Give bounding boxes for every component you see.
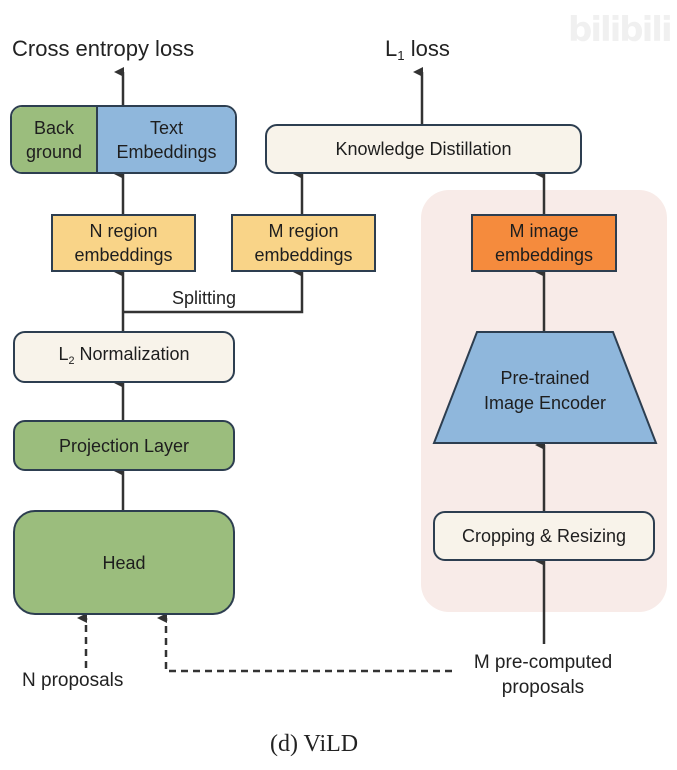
n-region-embeddings-box: N region embeddings xyxy=(51,214,196,272)
l2-prefix: L xyxy=(58,343,69,364)
m-image-embeddings-box: M image embeddings xyxy=(471,214,617,272)
m-region-embeddings-box: M region embeddings xyxy=(231,214,376,272)
m-image-line1: M image xyxy=(509,221,579,241)
splitting-label: Splitting xyxy=(172,288,237,308)
n-proposals-label: N proposals xyxy=(22,670,124,691)
m-precomputed-line1: M pre-computed xyxy=(473,652,613,673)
l1-suffix: loss xyxy=(404,36,450,61)
m-precomputed-proposals-label: M pre-computed proposals xyxy=(458,650,628,700)
knowledge-distillation-box: Knowledge Distillation xyxy=(265,124,582,174)
watermark-logo: bilibili xyxy=(568,10,673,50)
image-encoder-line2: Image Encoder xyxy=(483,393,607,413)
l2-subscript: 2 xyxy=(68,354,75,367)
l1-prefix: L xyxy=(385,36,398,61)
l2-normalization-label: L2 Normalization xyxy=(58,342,189,373)
head-box: Head xyxy=(13,510,235,615)
dashed-arrow-mprop-to-head xyxy=(157,613,452,673)
knowledge-distillation-label: Knowledge Distillation xyxy=(335,139,512,159)
l2-suffix: Normalization xyxy=(74,343,190,364)
m-image-line2: embeddings xyxy=(494,245,594,265)
n-region-line2: embeddings xyxy=(74,245,173,265)
text-embeddings-line2: Embeddings xyxy=(116,141,217,162)
text-embeddings-line1: Text xyxy=(149,117,183,138)
l1-subscript: 1 xyxy=(397,48,405,63)
cropping-resizing-box: Cropping & Resizing xyxy=(433,511,655,561)
m-region-line1: M region xyxy=(268,221,339,241)
image-encoder-line1: Pre-trained xyxy=(500,368,590,388)
projection-layer-box: Projection Layer xyxy=(13,420,235,471)
cropping-resizing-label: Cropping & Resizing xyxy=(461,526,627,546)
m-precomputed-line2: proposals xyxy=(501,677,585,698)
figure-caption: (d) ViLD xyxy=(270,731,359,757)
background-line1: Back xyxy=(33,117,75,138)
head-label: Head xyxy=(102,552,146,573)
l2-normalization-box: L2 Normalization xyxy=(13,331,235,383)
m-region-line2: embeddings xyxy=(254,245,353,265)
background-line2: ground xyxy=(25,141,83,162)
cross-entropy-loss-label: Cross entropy loss xyxy=(12,36,195,61)
n-region-line1: N region xyxy=(89,221,158,241)
arrow-split-to-mregion xyxy=(123,267,304,314)
projection-layer-label: Projection Layer xyxy=(58,435,190,456)
l1-loss-label: L1 loss xyxy=(385,36,450,63)
background-embedding-box: Back ground xyxy=(12,107,98,172)
image-encoder-label: Pre-trained Image Encoder xyxy=(434,366,656,416)
